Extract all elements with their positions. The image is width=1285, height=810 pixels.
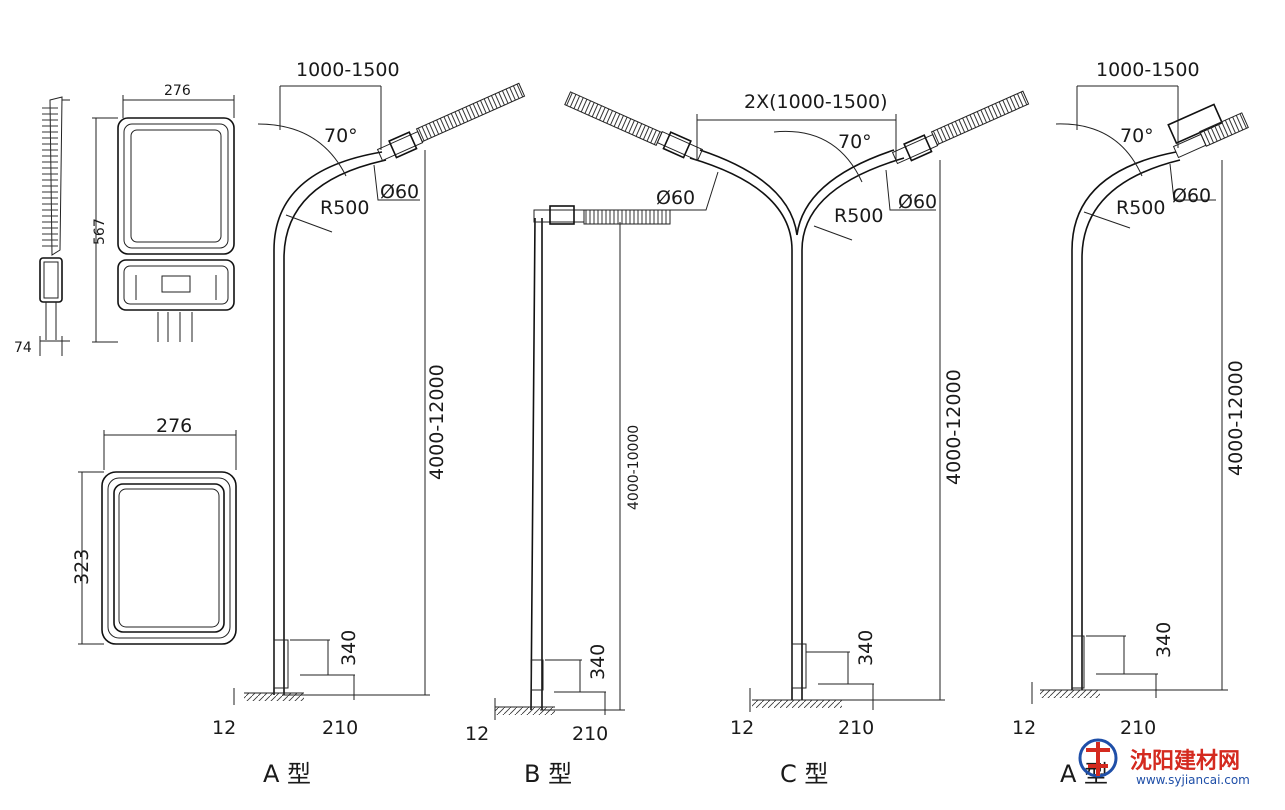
type-c-foundation-left: 12 [730, 717, 754, 739]
type-b-foundation-right: 210 [572, 723, 608, 745]
type-c-door-height: 340 [855, 630, 877, 666]
type-c-diameter: Ø60 [898, 191, 937, 213]
type-a2-radius: R500 [1116, 197, 1165, 219]
type-a-foundation-right: 210 [322, 717, 358, 739]
watermark-logo [1078, 738, 1118, 778]
type-a-height: 4000-12000 [426, 364, 448, 480]
panel-width-label: 276 [156, 415, 192, 437]
type-a-caption: A 型 [263, 760, 311, 788]
side-depth-label: 74 [14, 340, 32, 356]
type-a2-foundation-left: 12 [1012, 717, 1036, 739]
type-a2-foundation-right: 210 [1120, 717, 1156, 739]
pole-type-a2 [1031, 85, 1249, 704]
type-a2-angle: 70° [1120, 125, 1154, 147]
type-a2-door-height: 340 [1153, 622, 1175, 658]
pole-type-c [564, 90, 1030, 712]
type-a2-arm-reach: 1000-1500 [1096, 59, 1200, 81]
type-b-caption: B 型 [524, 760, 572, 788]
type-a-radius: R500 [320, 197, 369, 219]
luminaire-front-view [92, 95, 235, 343]
type-a-foundation-left: 12 [212, 717, 236, 739]
type-b-diameter: Ø60 [656, 187, 695, 209]
type-a-door-height: 340 [338, 630, 360, 666]
lamp-head-a2 [1167, 103, 1249, 159]
type-b-door-height: 340 [587, 644, 609, 680]
type-c-height: 4000-12000 [943, 369, 965, 485]
watermark-name: 沈阳建材网 [1130, 749, 1240, 774]
luminaire-side-view [39, 96, 70, 356]
type-c-radius: R500 [834, 205, 883, 227]
pole-type-b [494, 205, 671, 720]
lamp-head-c-right [891, 90, 1030, 165]
type-c-foundation-right: 210 [838, 717, 874, 739]
type-c-angle: 70° [838, 131, 872, 153]
type-b-foundation-left: 12 [465, 723, 489, 745]
type-b-height: 4000-10000 [626, 425, 642, 510]
type-c-arm-reach: 2X(1000-1500) [744, 91, 888, 113]
type-a-angle: 70° [324, 125, 358, 147]
type-a-diameter: Ø60 [380, 181, 419, 203]
lamp-head-a [376, 82, 526, 162]
type-a-arm-reach: 1000-1500 [296, 59, 400, 81]
front-width-label: 276 [164, 83, 191, 99]
watermark-url: www.syjiancai.com [1136, 773, 1250, 787]
lamp-head-b [533, 205, 671, 225]
luminaire-panel-view [78, 430, 237, 645]
lamp-head-c-left [564, 91, 704, 162]
pole-type-a [233, 82, 526, 705]
front-height-label: 567 [92, 218, 108, 245]
type-c-caption: C 型 [780, 760, 828, 788]
type-a2-height: 4000-12000 [1225, 360, 1247, 476]
panel-height-label: 323 [71, 549, 93, 585]
type-a2-diameter: Ø60 [1172, 185, 1211, 207]
